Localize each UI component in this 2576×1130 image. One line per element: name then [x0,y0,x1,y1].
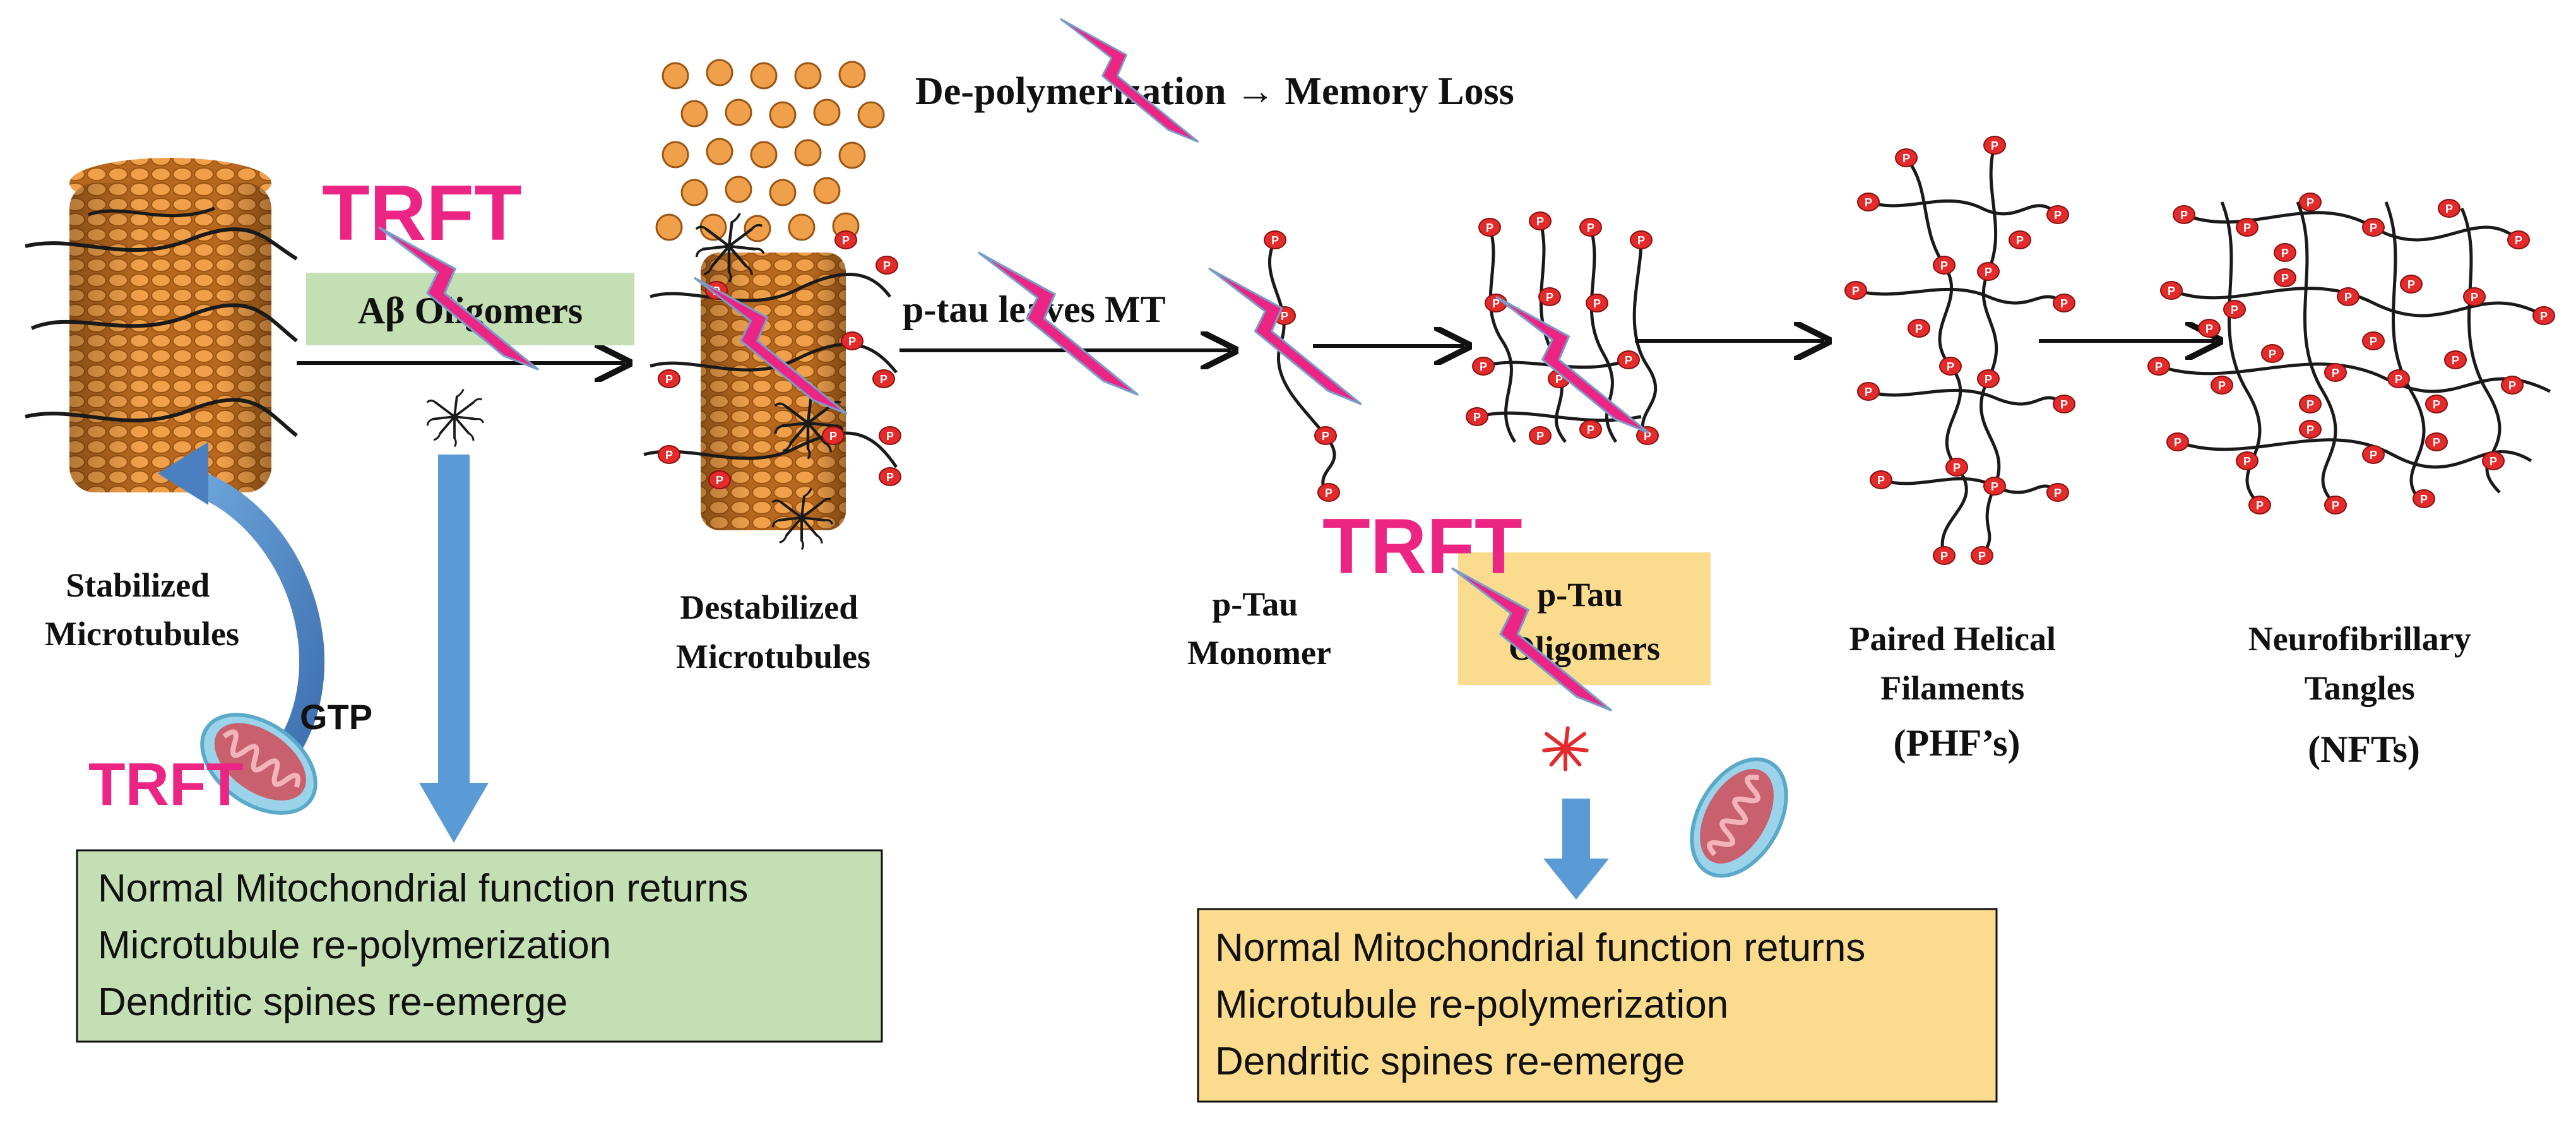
gtp-label: GTP [300,697,372,737]
stabilized-microtubule [25,158,298,492]
outcome-line: Normal Mitochondrial function returns [1215,926,1865,970]
depolymerization-label: De-polymerization → Memory Loss [915,70,1514,113]
curved-arrow-icon [185,468,325,779]
trft-label-abeta: TRFT [322,170,522,257]
destabilized-microtubule [643,213,901,550]
trft-label-mito: TRFT [88,751,243,818]
stage-label-destabilized: Destabilized Microtubules [676,588,870,675]
nft-phospho [2147,193,2555,514]
trft-label-oligomers: TRFT [1322,503,1522,590]
free-tubulin-dots [655,59,885,242]
mitochondrion-icon [1673,742,1806,892]
down-arrow-icon [1543,799,1609,900]
paired-helical-filaments [1855,145,2065,557]
ptau-monomer [1264,230,1340,502]
outcome-line: Dendritic spines re-emerge [1215,1040,1685,1083]
abeta-oligomers-box [306,273,634,345]
stage-label-stabilized: Stabilized Microtubules [45,566,239,653]
ptau-oligomers-box [1458,552,1711,685]
curved-arrow-head [158,442,208,505]
red-oligomer-icon [1542,726,1589,771]
stage-label-nft: Neurofibrillary Tangles (NFTs) [2248,620,2479,770]
outcome-box-green: Normal Mitochondrial function returns Mi… [76,849,883,1043]
abeta-oligomer-icon [425,388,485,448]
outcome-line: Dendritic spines re-emerge [98,980,567,1024]
outcome-box-yellow: Normal Mitochondrial function returns Mi… [1197,908,1998,1103]
outcome-line: Microtubule re-polymerization [98,924,611,967]
outcome-line: Normal Mitochondrial function returns [98,867,748,910]
stage-label-phf: Paired Helical Filaments (PHF’s) [1849,620,2065,764]
down-arrow-icon [419,455,489,843]
outcome-line: Microtubule re-polymerization [1215,983,1728,1026]
stage-label-monomer: p-Tau Monomer [1187,585,1331,672]
ptau-oligomer-cluster [1476,220,1658,443]
